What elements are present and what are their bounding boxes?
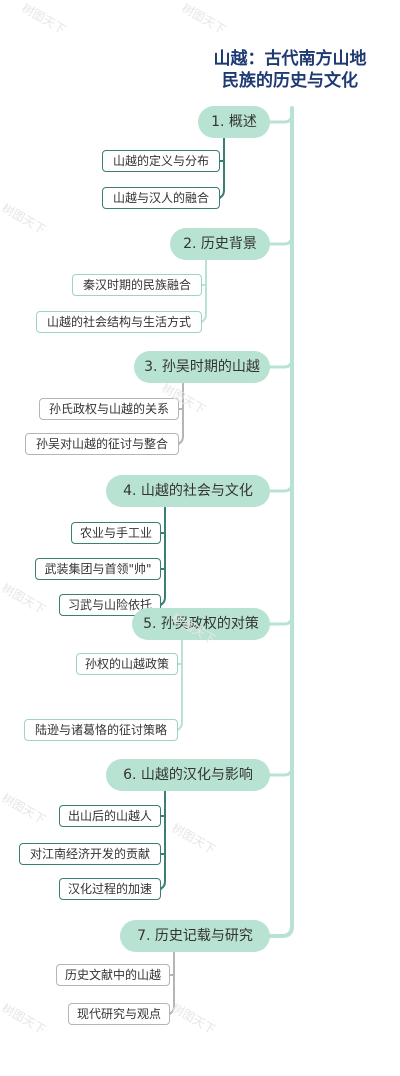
- connector: [268, 106, 294, 938]
- leaf-node[interactable]: 秦汉时期的民族融合: [72, 274, 202, 296]
- branch-node-3[interactable]: 3. 孙吴时期的山越: [134, 351, 270, 383]
- leaf-node[interactable]: 出山后的山越人: [59, 805, 161, 827]
- connector: [268, 234, 294, 246]
- leaf-node[interactable]: 山越的定义与分布: [102, 150, 220, 172]
- leaf-node[interactable]: 习武与山险依托: [59, 594, 161, 616]
- root-title-line-2: 民族的历史与文化: [222, 71, 358, 91]
- leaf-node[interactable]: 农业与手工业: [71, 522, 161, 544]
- leaf-node[interactable]: 历史文献中的山越: [56, 964, 170, 986]
- leaf-node[interactable]: 孙吴对山越的征讨与整合: [25, 433, 179, 455]
- leaf-node[interactable]: 对江南经济开发的贡献: [19, 843, 161, 865]
- root-title[interactable]: 山越：古代南方山地 民族的历史与文化: [190, 48, 390, 92]
- leaf-node[interactable]: 陆逊与诸葛恪的征讨策略: [24, 719, 178, 741]
- leaf-node[interactable]: 汉化过程的加速: [59, 878, 161, 900]
- branch-node-4[interactable]: 4. 山越的社会与文化: [106, 475, 270, 507]
- root-title-line-1: 山越：古代南方山地: [213, 49, 367, 69]
- branch-node-5[interactable]: 5. 孙吴政权的对策: [132, 608, 270, 640]
- connector: [268, 112, 294, 124]
- leaf-node[interactable]: 山越与汉人的融合: [102, 187, 220, 209]
- branch-node-7[interactable]: 7. 历史记载与研究: [120, 920, 270, 952]
- branch-node-2[interactable]: 2. 历史背景: [170, 228, 270, 260]
- connector: [268, 357, 294, 369]
- leaf-node[interactable]: 孙权的山越政策: [76, 653, 178, 675]
- leaf-node[interactable]: 山越的社会结构与生活方式: [36, 311, 202, 333]
- leaf-node[interactable]: 现代研究与观点: [68, 1003, 170, 1025]
- leaf-node[interactable]: 武装集团与首领"帅": [35, 558, 161, 580]
- connector: [268, 765, 294, 777]
- connector: [268, 481, 294, 493]
- leaf-node[interactable]: 孙氏政权与山越的关系: [39, 398, 179, 420]
- connector: [268, 614, 294, 626]
- branch-node-1[interactable]: 1. 概述: [198, 106, 270, 138]
- branch-node-6[interactable]: 6. 山越的汉化与影响: [106, 759, 270, 791]
